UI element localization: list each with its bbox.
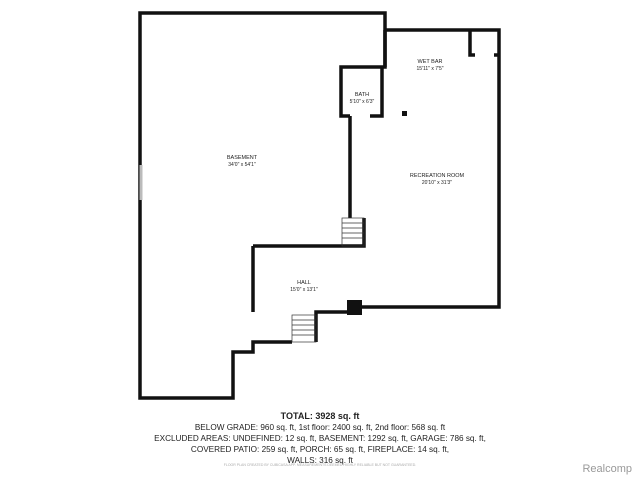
room-name: WET BAR [418,59,443,65]
room-dims: 15'0" x 13'1" [290,287,318,293]
area-line: EXCLUDED AREAS: UNDEFINED: 12 sq. ft, BA… [154,434,486,443]
area-line: BELOW GRADE: 960 sq. ft, 1st floor: 2400… [194,423,446,432]
stairs [291,217,365,343]
room-name: BASEMENT [227,155,258,161]
room-dims: 20'10" x 31'3" [422,180,452,186]
area-line: WALLS: 316 sq. ft [287,456,353,465]
column [347,300,362,315]
walls [138,11,501,400]
room-name: BATH [355,92,369,98]
room-name: RECREATION ROOM [410,173,465,179]
room-dims: 15'11" x 7'5" [416,66,443,72]
area-line: COVERED PATIO: 259 sq. ft, PORCH: 65 sq.… [190,445,450,454]
area-breakdown: BELOW GRADE: 960 sq. ft, 1st floor: 2400… [0,422,640,466]
room-dims: 34'0" x 54'1" [228,162,256,168]
disclaimer: FLOOR PLAN CREATED BY CUBICASA APP. MEAS… [223,463,417,467]
realcomp-logo: Realcomp [582,463,632,475]
room-dims: 5'10" x 6'3" [350,99,375,105]
total-area: TOTAL: 3928 sq. ft [280,411,360,421]
room-name: HALL [297,280,311,286]
column [402,111,407,116]
